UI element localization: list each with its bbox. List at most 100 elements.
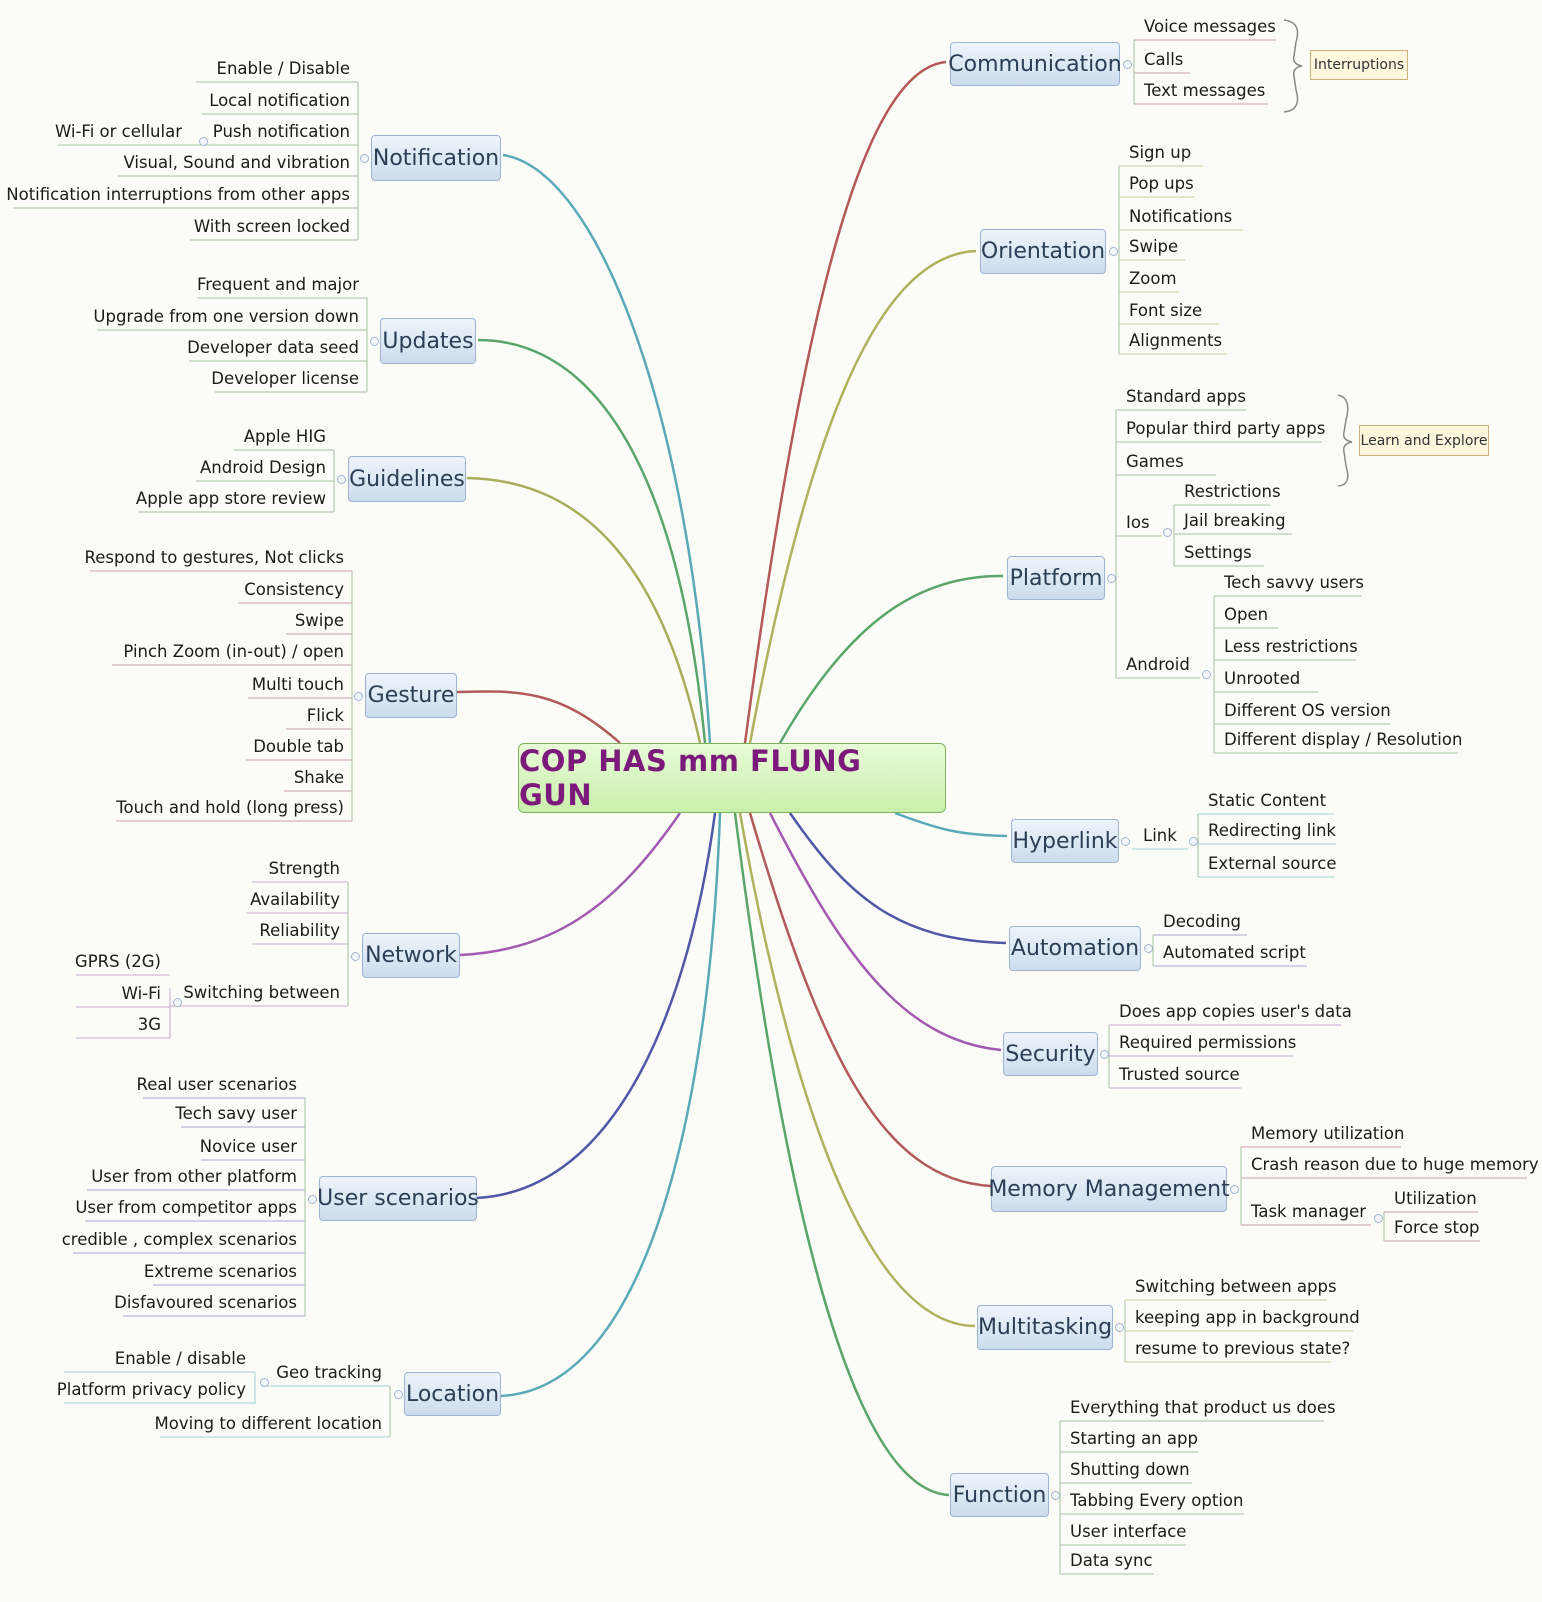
collapse-toggle-icon[interactable] <box>370 337 379 346</box>
leaf-topic[interactable]: Wi-Fi <box>121 984 161 1003</box>
leaf-topic[interactable]: resume to previous state? <box>1135 1339 1351 1358</box>
branch-memory-management[interactable]: Memory Management <box>988 1166 1230 1212</box>
leaf-topic[interactable]: Availability <box>250 890 340 909</box>
leaf-topic[interactable]: Unrooted <box>1224 669 1301 688</box>
leaf-topic[interactable]: Voice messages <box>1144 17 1276 36</box>
leaf-topic[interactable]: Crash reason due to huge memory <box>1251 1155 1539 1174</box>
collapse-toggle-icon[interactable] <box>1163 528 1172 537</box>
leaf-topic[interactable]: Notification interruptions from other ap… <box>6 185 350 204</box>
collapse-toggle-icon[interactable] <box>1115 1323 1124 1332</box>
leaf-topic[interactable]: Swipe <box>1129 237 1179 256</box>
leaf-topic[interactable]: Restrictions <box>1184 482 1281 501</box>
leaf-topic[interactable]: Font size <box>1129 301 1203 320</box>
leaf-topic[interactable]: Starting an app <box>1070 1429 1198 1448</box>
leaf-topic[interactable]: Double tab <box>253 737 344 756</box>
leaf-topic[interactable]: Sign up <box>1129 143 1192 162</box>
note-interruptions[interactable]: Interruptions <box>1310 50 1408 80</box>
leaf-topic[interactable]: Enable / Disable <box>216 59 350 78</box>
leaf-topic[interactable]: Redirecting link <box>1208 821 1336 840</box>
collapse-toggle-icon[interactable] <box>1189 837 1198 846</box>
platform-android[interactable]: Android <box>1126 655 1190 674</box>
leaf-topic[interactable]: Zoom <box>1129 269 1177 288</box>
leaf-topic[interactable]: Text messages <box>1144 81 1266 100</box>
leaf-topic[interactable]: 3G <box>137 1015 161 1034</box>
leaf-topic[interactable]: Upgrade from one version down <box>93 307 359 326</box>
leaf-topic[interactable]: Calls <box>1144 50 1184 69</box>
branch-function[interactable]: Function <box>950 1473 1049 1517</box>
leaf-topic[interactable]: Apple app store review <box>135 489 326 508</box>
leaf-topic[interactable]: Geo tracking <box>276 1363 382 1382</box>
leaf-topic[interactable]: Shutting down <box>1070 1460 1190 1479</box>
leaf-topic[interactable]: Disfavoured scenarios <box>114 1293 297 1312</box>
branch-user-scenarios[interactable]: User scenarios <box>317 1176 479 1221</box>
collapse-toggle-icon[interactable] <box>1144 944 1153 953</box>
branch-hyperlink[interactable]: Hyperlink <box>1011 819 1119 863</box>
leaf-topic[interactable]: Strength <box>268 859 340 878</box>
leaf-topic[interactable]: Local notification <box>209 91 350 110</box>
leaf-topic[interactable]: Enable / disable <box>114 1349 246 1368</box>
leaf-topic[interactable]: Games <box>1126 452 1184 471</box>
leaf-topic[interactable]: Notifications <box>1129 207 1233 226</box>
leaf-topic[interactable]: User from other platform <box>91 1167 297 1186</box>
leaf-topic[interactable]: credible , complex scenarios <box>61 1230 297 1249</box>
leaf-topic[interactable]: External source <box>1208 854 1337 873</box>
leaf-topic[interactable]: Memory utilization <box>1251 1124 1405 1143</box>
collapse-toggle-icon[interactable] <box>260 1378 269 1387</box>
leaf-topic[interactable]: Multi touch <box>251 675 344 694</box>
leaf-topic[interactable]: Push notification <box>212 122 350 141</box>
leaf-topic[interactable]: Force stop <box>1394 1218 1480 1237</box>
central-topic[interactable]: COP HAS mm FLUNG GUN <box>518 743 946 813</box>
leaf-topic[interactable]: Developer license <box>211 369 359 388</box>
leaf-topic[interactable]: Static Content <box>1208 791 1327 810</box>
collapse-toggle-icon[interactable] <box>1123 60 1132 69</box>
branch-notification[interactable]: Notification <box>371 135 501 181</box>
branch-multitasking[interactable]: Multitasking <box>977 1305 1113 1350</box>
leaf-topic[interactable]: Shake <box>293 768 344 787</box>
branch-gesture[interactable]: Gesture <box>365 673 457 718</box>
leaf-topic[interactable]: Task manager <box>1251 1202 1367 1221</box>
leaf-topic[interactable]: Data sync <box>1070 1551 1153 1570</box>
leaf-topic[interactable]: Switching between <box>183 983 340 1002</box>
branch-communication[interactable]: Communication <box>948 42 1122 86</box>
collapse-toggle-icon[interactable] <box>351 952 360 961</box>
leaf-topic[interactable]: Everything that product us does <box>1070 1398 1336 1417</box>
leaf-topic[interactable]: Alignments <box>1129 331 1223 350</box>
collapse-toggle-icon[interactable] <box>1230 1185 1239 1194</box>
leaf-topic[interactable]: Less restrictions <box>1224 637 1358 656</box>
leaf-topic[interactable]: Touch and hold (long press) <box>116 798 344 817</box>
branch-guidelines[interactable]: Guidelines <box>348 456 466 502</box>
leaf-topic[interactable]: GPRS (2G) <box>74 952 161 971</box>
leaf-topic[interactable]: Utilization <box>1394 1189 1477 1208</box>
leaf-topic[interactable]: keeping app in background <box>1135 1308 1360 1327</box>
branch-location[interactable]: Location <box>404 1372 501 1416</box>
leaf-topic[interactable]: Required permissions <box>1119 1033 1297 1052</box>
leaf-topic[interactable]: With screen locked <box>193 217 350 236</box>
leaf-topic[interactable]: Developer data seed <box>187 338 359 357</box>
collapse-toggle-icon[interactable] <box>394 1390 403 1399</box>
leaf-topic[interactable]: Switching between apps <box>1135 1277 1337 1296</box>
collapse-toggle-icon[interactable] <box>1107 574 1116 583</box>
leaf-topic[interactable]: Respond to gestures, Not clicks <box>84 548 344 567</box>
branch-updates[interactable]: Updates <box>380 318 476 364</box>
leaf-topic[interactable]: Android Design <box>199 458 326 477</box>
collapse-toggle-icon[interactable] <box>199 137 208 146</box>
leaf-topic[interactable]: Visual, Sound and vibration <box>123 153 350 172</box>
leaf-topic[interactable]: Pinch Zoom (in-out) / open <box>123 642 344 661</box>
leaf-topic[interactable]: Reliability <box>259 921 340 940</box>
leaf-topic[interactable]: Tech savy user <box>175 1104 297 1123</box>
leaf-topic[interactable]: Tabbing Every option <box>1070 1491 1244 1510</box>
branch-security[interactable]: Security <box>1003 1032 1098 1076</box>
platform-ios[interactable]: Ios <box>1126 513 1150 532</box>
hyperlink-link[interactable]: Link <box>1143 826 1177 845</box>
leaf-topic[interactable]: Tech savvy users <box>1224 573 1365 592</box>
leaf-topic[interactable]: Does app copies user's data <box>1119 1002 1352 1021</box>
leaf-topic[interactable]: Settings <box>1184 543 1252 562</box>
leaf-topic[interactable]: Open <box>1224 605 1269 624</box>
collapse-toggle-icon[interactable] <box>354 692 363 701</box>
note-learn-and-explore[interactable]: Learn and Explore <box>1359 425 1489 456</box>
branch-orientation[interactable]: Orientation <box>980 229 1106 274</box>
leaf-topic[interactable]: Frequent and major <box>196 275 359 294</box>
collapse-toggle-icon[interactable] <box>337 475 346 484</box>
leaf-topic[interactable]: User interface <box>1070 1522 1187 1541</box>
leaf-topic[interactable]: Decoding <box>1163 912 1242 931</box>
